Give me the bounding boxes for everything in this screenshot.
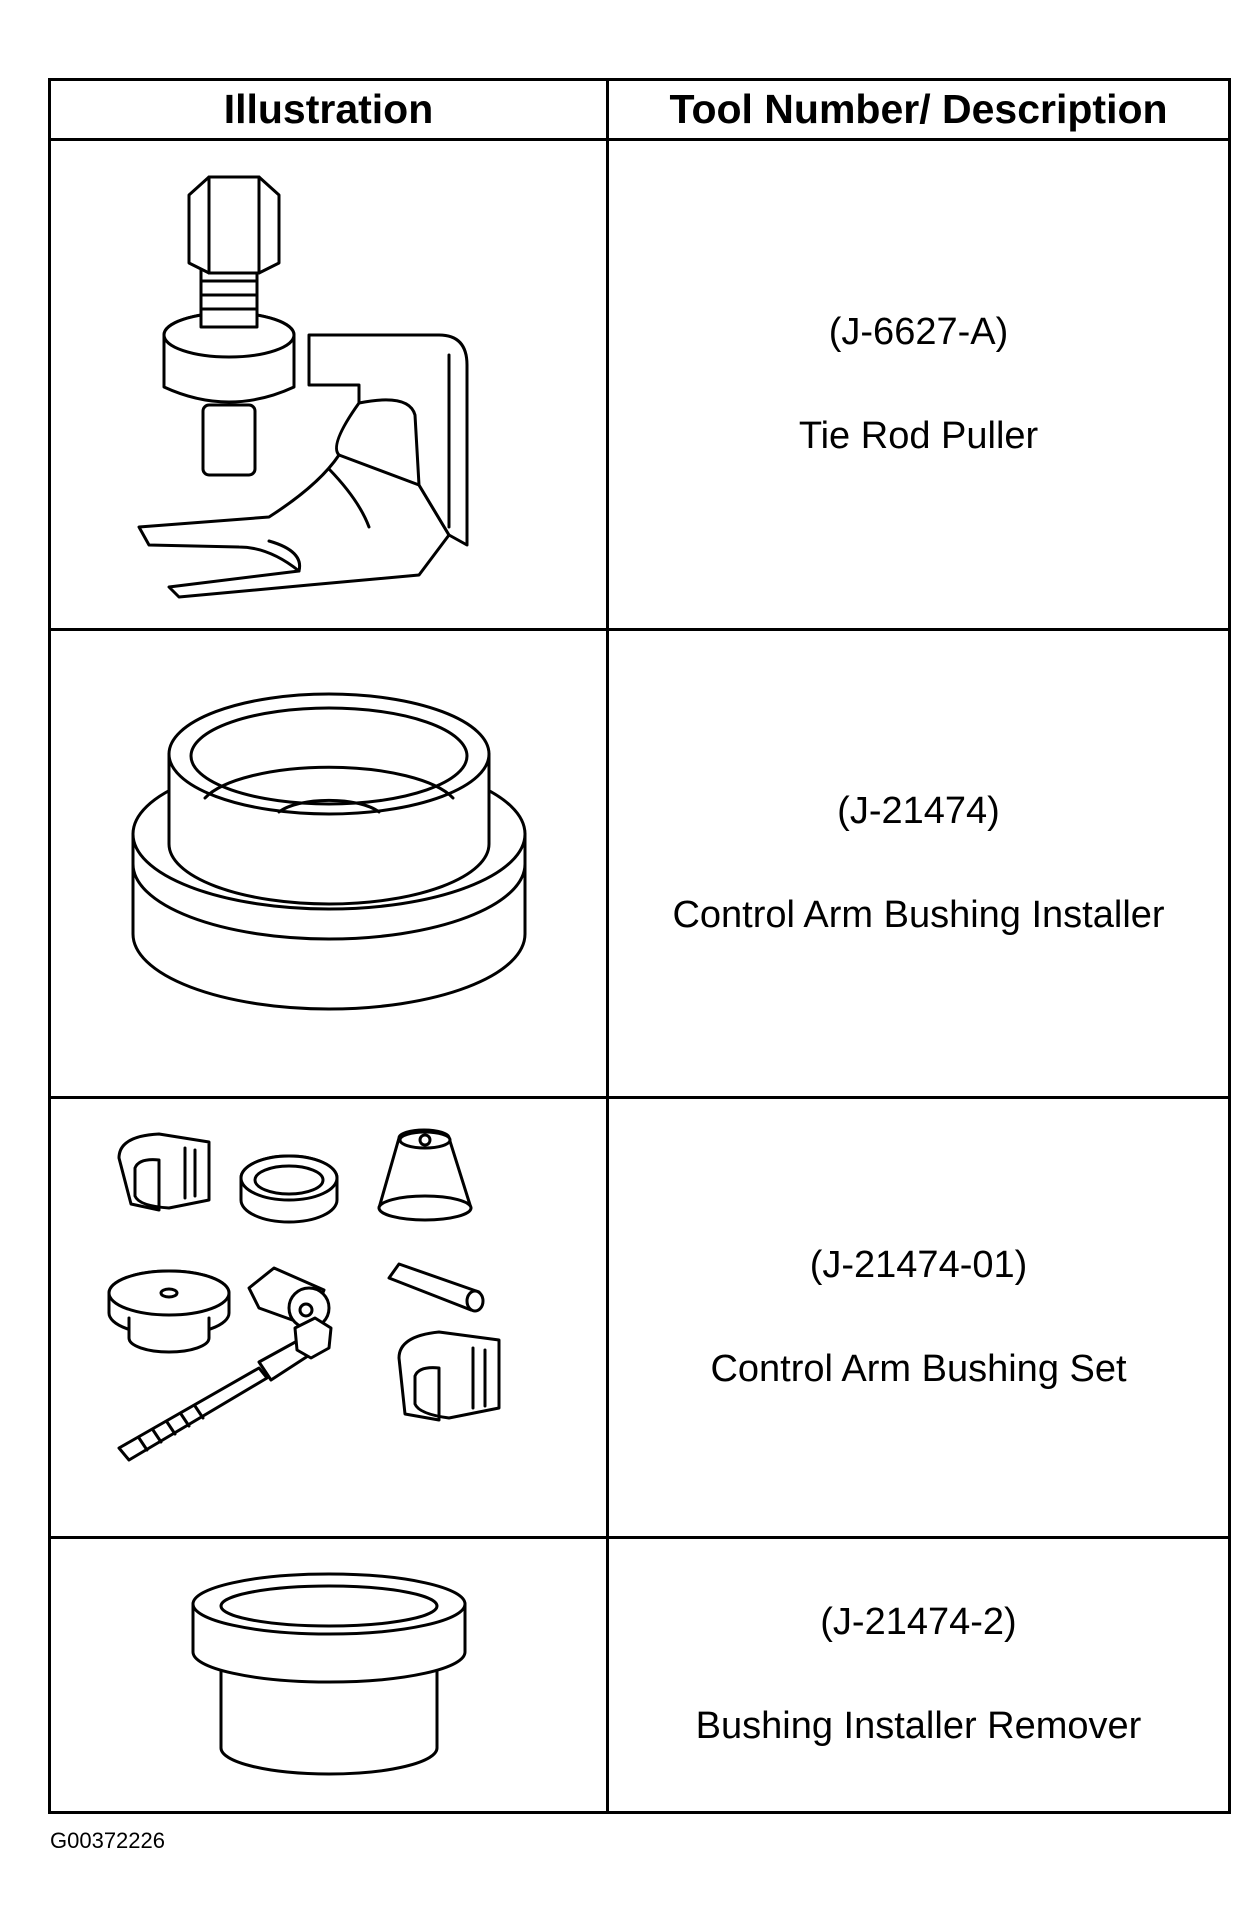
illustration-cell — [48, 1536, 609, 1814]
illustration-cell — [48, 628, 609, 1099]
tool-description: Tie Rod Puller — [798, 414, 1039, 457]
header-row: Illustration Tool Number/ Description — [48, 78, 1231, 141]
description-cell: (J-21474-2) Bushing Installer Remover — [606, 1536, 1231, 1814]
tool-number: (J-6627-A) — [828, 310, 1009, 353]
tool-description: Control Arm Bushing Installer — [672, 893, 1165, 936]
tool-table: Illustration Tool Number/ Description — [48, 78, 1231, 1814]
description-cell: (J-6627-A) Tie Rod Puller — [606, 138, 1231, 631]
bushing-installer-icon — [131, 692, 526, 1010]
figure-id: G00372226 — [50, 1828, 165, 1853]
illustration-cell — [48, 1096, 609, 1539]
description-cell: (J-21474) Control Arm Bushing Installer — [606, 628, 1231, 1099]
header-illustration: Illustration — [48, 78, 609, 141]
illustration-cell — [48, 138, 609, 631]
table-row: (J-21474) Control Arm Bushing Installer — [48, 628, 1231, 1099]
table-row: (J-21474-2) Bushing Installer Remover — [48, 1536, 1231, 1814]
tool-number: (J-21474-2) — [820, 1601, 1017, 1644]
description-cell: (J-21474-01) Control Arm Bushing Set — [606, 1096, 1231, 1539]
installer-remover-icon — [191, 1572, 466, 1776]
table-row: (J-6627-A) Tie Rod Puller — [48, 138, 1231, 631]
bushing-set-icon — [107, 1128, 500, 1461]
tool-number: (J-21474-01) — [809, 1243, 1028, 1286]
tool-description: Bushing Installer Remover — [695, 1705, 1142, 1747]
tool-description: Control Arm Bushing Set — [710, 1347, 1127, 1390]
tie-rod-puller-icon — [137, 175, 468, 598]
tool-number: (J-21474) — [837, 789, 1000, 832]
header-tool-number-description: Tool Number/ Description — [606, 78, 1231, 141]
table-row: (J-21474-01) Control Arm Bushing Set — [48, 1096, 1231, 1539]
